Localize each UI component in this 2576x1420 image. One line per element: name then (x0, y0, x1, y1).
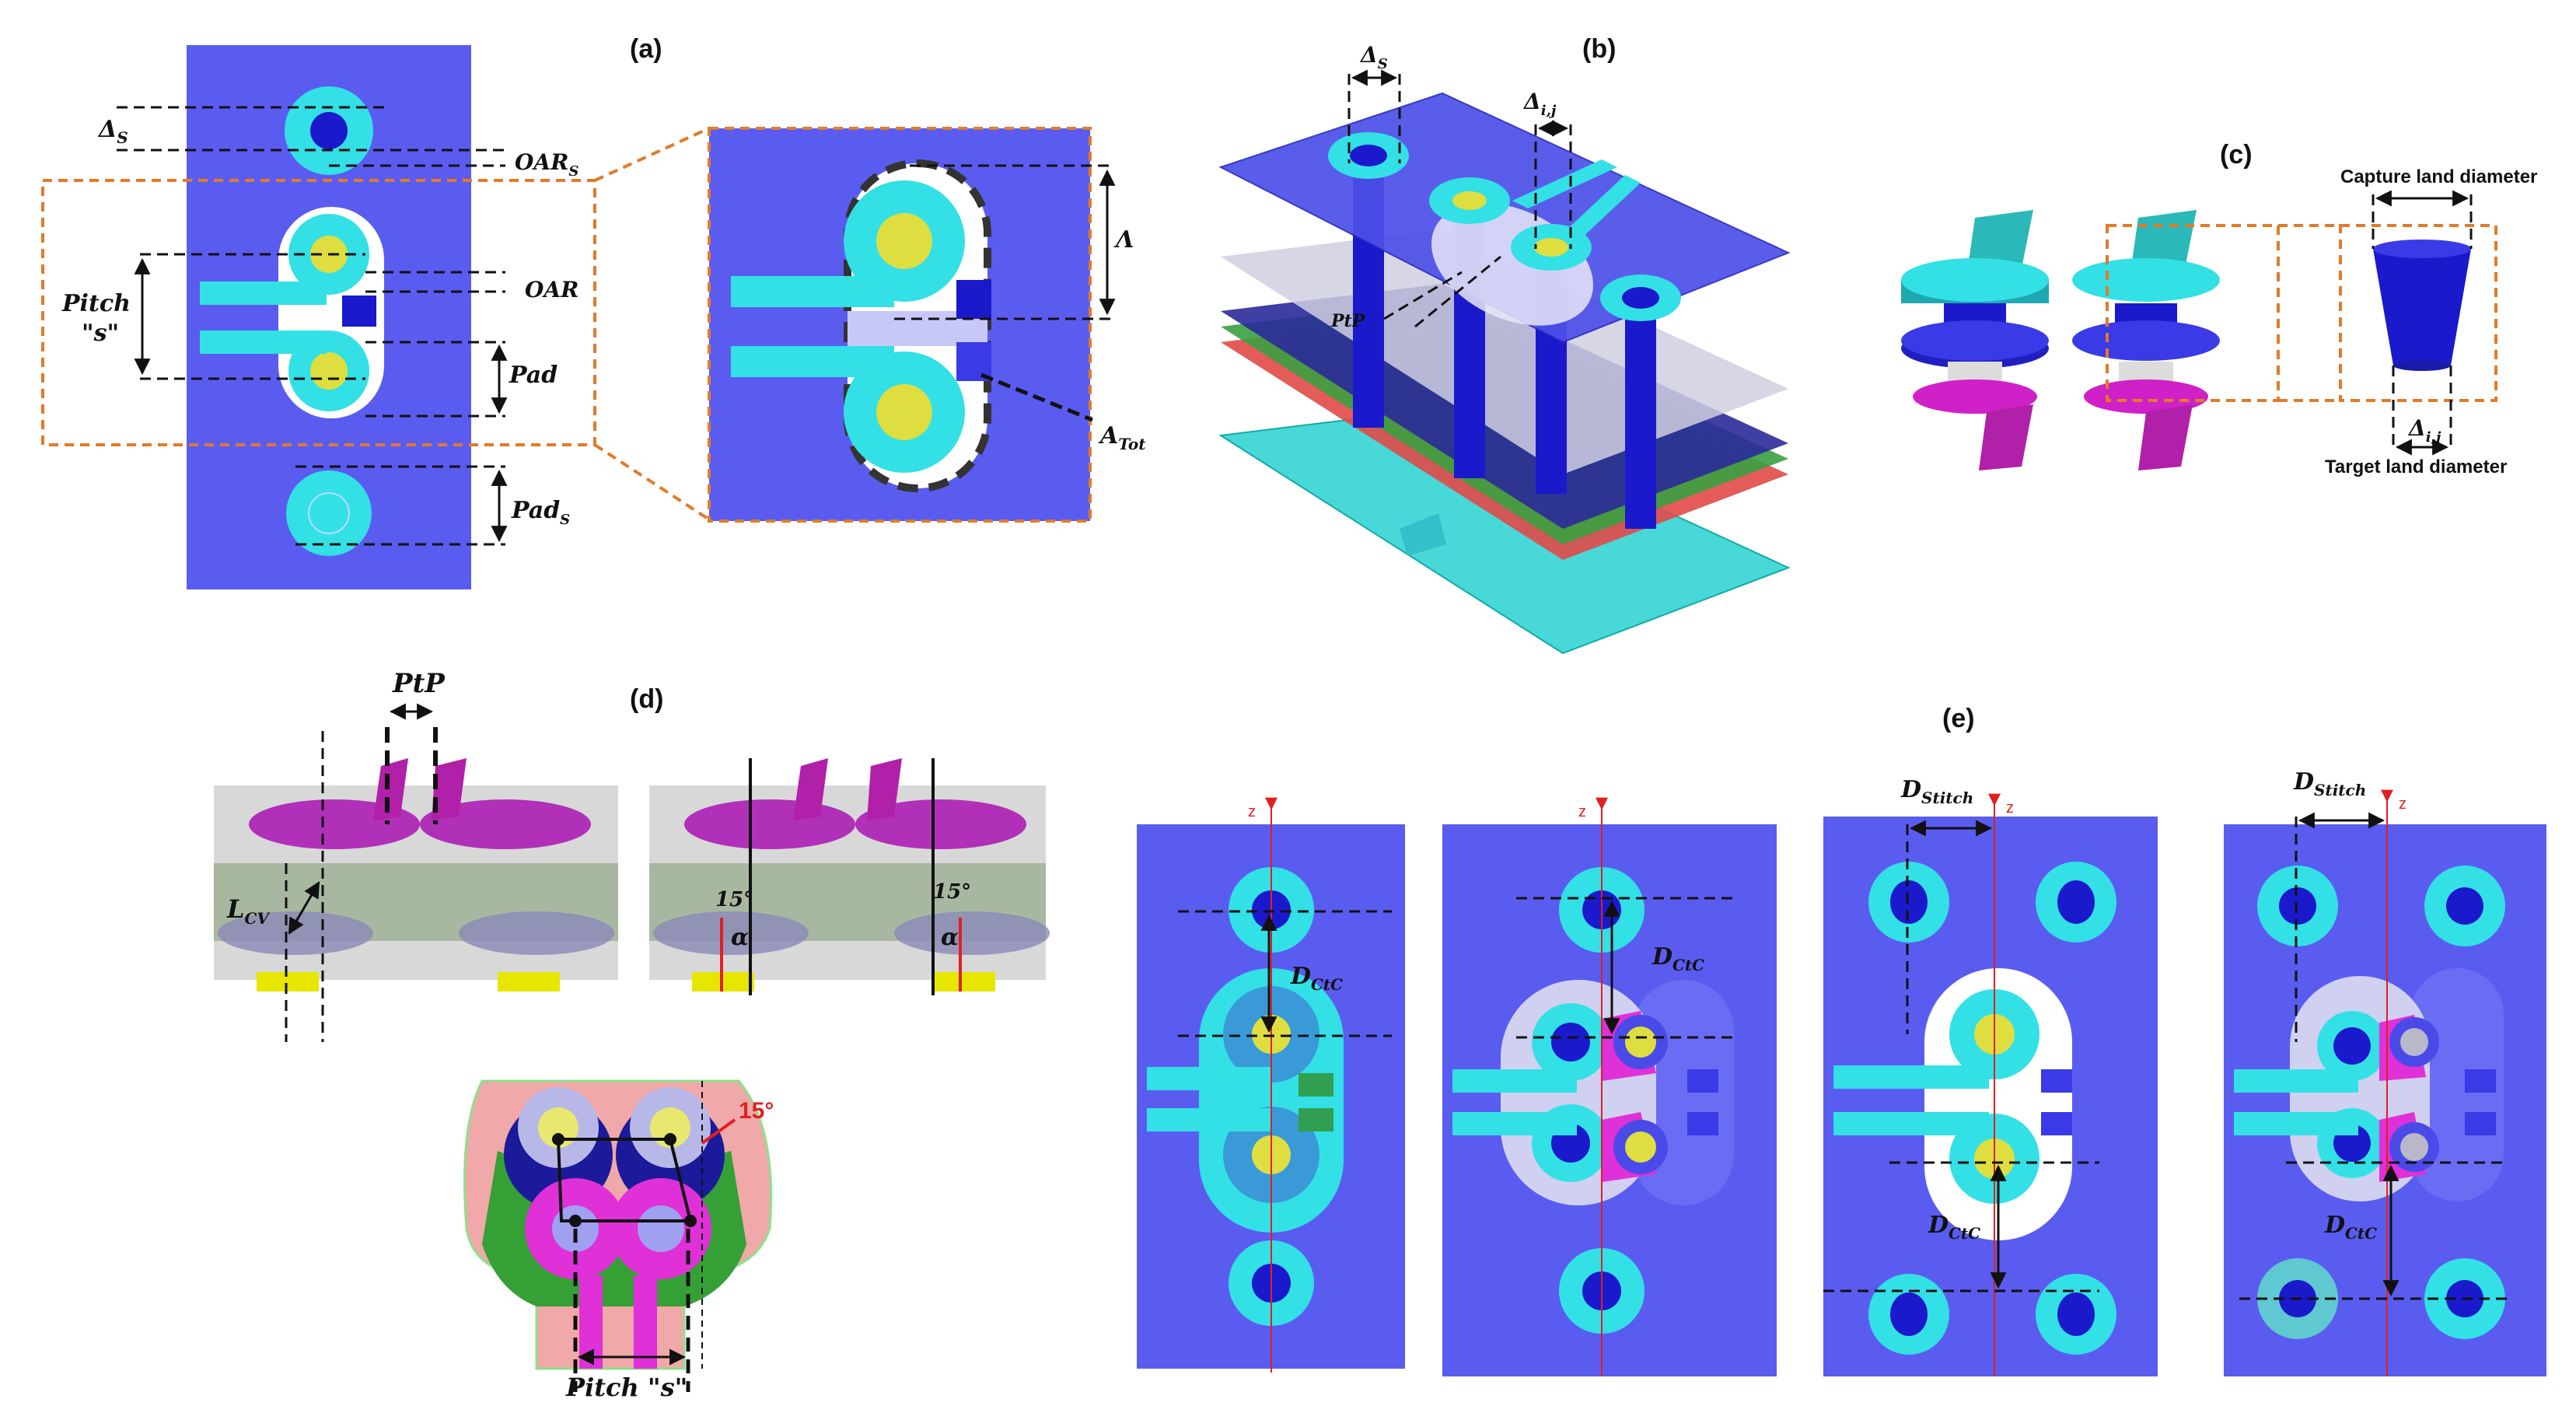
delta-s-label: ΔS (97, 116, 128, 147)
panel-c: (c) (1901, 140, 2537, 477)
svg-text:z: z (1248, 803, 1256, 820)
e3-dctc-label: DCtC (1928, 1212, 1980, 1243)
zoom-trace-1 (731, 276, 894, 307)
d-alpha-2: α (941, 924, 959, 951)
panel-a-bottom-via-pad (286, 470, 372, 556)
b-ptp-label: PtP (1330, 311, 1366, 331)
pitch-s-label: "s" (82, 320, 119, 347)
c-delta-ij-label: Δi,j (2407, 415, 2441, 446)
oar-label: OAR (525, 277, 578, 303)
panel-e: (e) z DCtC (1137, 704, 2546, 1376)
c-target-land (2393, 360, 2451, 371)
b-delta-ij-label: Δi,j (1522, 89, 1557, 119)
panel-a-signal-via-2 (310, 352, 348, 390)
panel-b: (b) ΔS (1218, 34, 1791, 655)
oar-s-label: OARS (515, 149, 578, 180)
svg-text:z: z (2006, 799, 2014, 817)
panel-e-label: (e) (1942, 704, 1975, 733)
d-top-view: 15° (463, 1079, 774, 1370)
e4-dstitch-label: DStitch (2293, 768, 2366, 799)
zoom-block-1 (956, 280, 991, 319)
d-pitch-label: Pitch "s" (565, 1373, 687, 1402)
e-board-4: z DStitch DCtC (2224, 768, 2546, 1376)
d2-pad-1 (684, 799, 855, 849)
pad-label: Pad (509, 362, 557, 389)
c-capture-land (2373, 240, 2471, 258)
d-15deg-a: 15° (715, 888, 753, 911)
d1-pad-2 (420, 799, 591, 849)
panel-d: (d) PtP LCV 15° 15° (214, 668, 1050, 1402)
pitch-label: Pitch (61, 290, 131, 317)
capture-land-label: Capture land diameter (2340, 166, 2537, 187)
b-trace-2 (1563, 175, 1641, 241)
d-alpha-1: α (731, 924, 749, 951)
b-delta-s-label: ΔS (1359, 42, 1388, 72)
c-via-frustum (2373, 249, 2471, 365)
b-pad-3-via (1534, 238, 1568, 257)
e2-dctc-label: DCtC (1652, 943, 1704, 974)
svg-text:z: z (1578, 803, 1586, 820)
b-bottom-trace (1400, 513, 1446, 556)
b-pad-1-drill (1350, 145, 1387, 166)
panel-a-inner-block (342, 296, 376, 327)
d-ptp-label: PtP (392, 668, 446, 699)
c-via-stack-1 (1901, 210, 2049, 470)
zoom-via-1 (876, 213, 932, 269)
panel-d-label: (d) (630, 684, 663, 714)
panel-a-top-via-drill (310, 112, 348, 149)
e1-dctc-label: DCtC (1290, 963, 1343, 994)
via-barrel-4 (1625, 296, 1656, 529)
panel-c-label: (c) (2220, 140, 2253, 170)
svg-text:z: z (2399, 796, 2406, 813)
panel-a-trace-2 (200, 331, 327, 354)
b-trace-1 (1512, 159, 1617, 208)
d-15deg-c: 15° (739, 1098, 774, 1124)
b-pad-2-via (1452, 191, 1487, 210)
c-via-stack-2 (2072, 210, 2220, 470)
zoom-trace-2 (731, 346, 894, 377)
pad-s-label: PadS (511, 497, 570, 528)
panel-a-label: (a) (630, 34, 662, 64)
panel-a-zoom-region (41, 179, 596, 446)
d-15deg-b: 15° (933, 880, 971, 904)
panel-a-trace-1 (200, 282, 327, 305)
d2-pad-2 (855, 799, 1026, 849)
e3-dstitch-label: DStitch (1900, 776, 1973, 807)
e4-dctc-label: DCtC (2324, 1212, 2377, 1243)
panel-b-label: (b) (1582, 34, 1616, 64)
a-tot-label: ATot (1098, 422, 1146, 453)
panel-a: (a) ΔS OARS OAR (41, 34, 1146, 589)
lambda-label: Λ (1113, 226, 1134, 254)
target-land-label: Target land diameter (2325, 456, 2507, 477)
e-board-1: z DCtC (1137, 797, 1405, 1373)
zoom-via-2 (876, 384, 932, 440)
e-board-3: z DStitch DCtC (1823, 776, 2158, 1376)
panel-a-bottom-via-ring (308, 492, 350, 534)
b-pad-4-drill (1622, 287, 1659, 309)
e-board-2: z DCtC (1442, 797, 1777, 1376)
lcv-label: LCV (226, 894, 271, 928)
